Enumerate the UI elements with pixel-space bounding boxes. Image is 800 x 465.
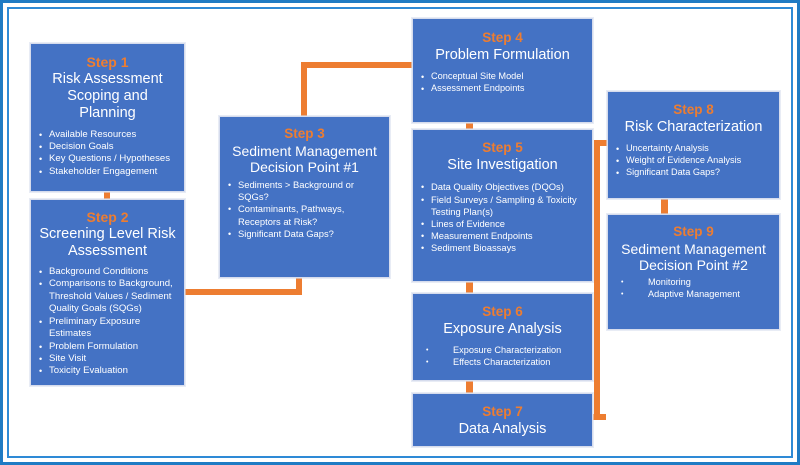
list-item: Significant Data Gaps?	[227, 228, 382, 241]
list-item: Site Visit	[38, 353, 177, 367]
list-item: Sediment Bioassays	[420, 242, 585, 255]
step-4-bullet-list: Conceptual Site Model Assessment Endpoin…	[420, 71, 585, 96]
step-7-number: Step 7	[482, 404, 523, 419]
step-6-number: Step 6	[482, 304, 523, 319]
list-item: Significant Data Gaps?	[615, 167, 772, 180]
list-item: Stakeholder Engagement	[38, 166, 177, 180]
connector-step5-to-step6	[466, 280, 473, 295]
step-8-bullet-list: Uncertainty Analysis Weight of Evidence …	[615, 143, 772, 180]
step-box-4[interactable]: Step 4 Problem Formulation Conceptual Si…	[412, 18, 593, 123]
connector-step7-to-step8-vertical	[594, 140, 600, 420]
step-2-number: Step 2	[86, 209, 129, 225]
list-item: Comparisons to Background, Threshold Val…	[38, 278, 177, 315]
connector-step6-to-step7	[466, 379, 473, 395]
step-3-title: Sediment Management Decision Point #1	[232, 142, 377, 175]
step-6-bullet-list: Exposure Characterization Effects Charac…	[420, 345, 585, 369]
step-box-5[interactable]: Step 5 Site Investigation Data Quality O…	[412, 129, 593, 282]
list-item: Uncertainty Analysis	[615, 143, 772, 156]
step-3-bullet-list: Sediments > Background or SQGs? Contamin…	[227, 179, 382, 241]
list-item: Key Questions / Hypotheses	[38, 153, 177, 167]
list-item: Data Quality Objectives (DQOs)	[420, 181, 585, 194]
connector-step4-to-step5	[466, 121, 473, 131]
step-8-number: Step 8	[673, 102, 714, 117]
step-5-number: Step 5	[482, 140, 523, 155]
step-2-bullet-list: Background Conditions Comparisons to Bac…	[38, 266, 177, 379]
list-item: Effects Characterization	[420, 357, 585, 369]
list-item: Sediments > Background or SQGs?	[227, 179, 382, 203]
step-8-title: Risk Characterization	[624, 118, 763, 135]
list-item: Exposure Characterization	[420, 345, 585, 357]
step-box-8[interactable]: Step 8 Risk Characterization Uncertainty…	[607, 91, 780, 199]
list-item: Conceptual Site Model	[420, 71, 585, 84]
list-item: Preliminary Exposure Estimates	[38, 316, 177, 341]
step-box-9[interactable]: Step 9 Sediment Management Decision Poin…	[607, 214, 780, 330]
step-1-bullet-list: Available Resources Decision Goals Key Q…	[38, 129, 177, 180]
list-item: Background Conditions	[38, 266, 177, 280]
list-item: Contaminants, Pathways, Receptors at Ris…	[227, 203, 382, 227]
step-box-3[interactable]: Step 3 Sediment Management Decision Poin…	[219, 116, 390, 278]
connector-step3-to-step4-horizontal	[301, 62, 414, 68]
connector-step2-to-step3-horizontal	[185, 289, 302, 295]
list-item: Toxicity Evaluation	[38, 365, 177, 379]
step-7-title: Data Analysis	[458, 420, 547, 437]
connector-step1-to-step2	[104, 190, 110, 201]
list-item: Field Surveys / Sampling & Toxicity Test…	[420, 194, 585, 218]
step-4-title: Problem Formulation	[435, 46, 570, 63]
list-item: Weight of Evidence Analysis	[615, 155, 772, 168]
step-9-title: Sediment Management Decision Point #2	[621, 240, 766, 273]
list-item: Problem Formulation	[38, 341, 177, 355]
step-6-title: Exposure Analysis	[443, 320, 562, 337]
connector-step3-to-step4-vertical	[301, 62, 307, 118]
step-9-bullet-list: Monitoring Adaptive Management	[615, 277, 772, 301]
step-3-number: Step 3	[284, 126, 325, 141]
list-item: Lines of Evidence	[420, 218, 585, 231]
list-item: Monitoring	[615, 277, 772, 289]
connector-step2-to-step3-vertical	[296, 277, 302, 295]
step-5-title: Site Investigation	[447, 156, 558, 173]
list-item: Measurement Endpoints	[420, 230, 585, 243]
step-1-title: Risk Assessment Scoping and Planning	[52, 71, 163, 121]
step-5-bullet-list: Data Quality Objectives (DQOs) Field Sur…	[420, 181, 585, 255]
connector-step8-to-step9	[661, 197, 668, 216]
step-box-7[interactable]: Step 7 Data Analysis	[412, 393, 593, 447]
step-2-title: Screening Level Risk Assessment	[39, 226, 176, 259]
list-item: Assessment Endpoints	[420, 83, 585, 96]
step-9-number: Step 9	[673, 224, 714, 239]
list-item: Decision Goals	[38, 141, 177, 155]
connector-step7-to-step8-horizontal-top	[594, 140, 609, 146]
step-box-2[interactable]: Step 2 Screening Level Risk Assessment B…	[30, 199, 185, 386]
list-item: Available Resources	[38, 129, 177, 143]
step-box-6[interactable]: Step 6 Exposure Analysis Exposure Charac…	[412, 293, 593, 381]
list-item: Adaptive Management	[615, 289, 772, 301]
step-box-1[interactable]: Step 1 Risk Assessment Scoping and Plann…	[30, 43, 185, 192]
step-1-number: Step 1	[86, 54, 129, 70]
step-4-number: Step 4	[482, 30, 523, 45]
